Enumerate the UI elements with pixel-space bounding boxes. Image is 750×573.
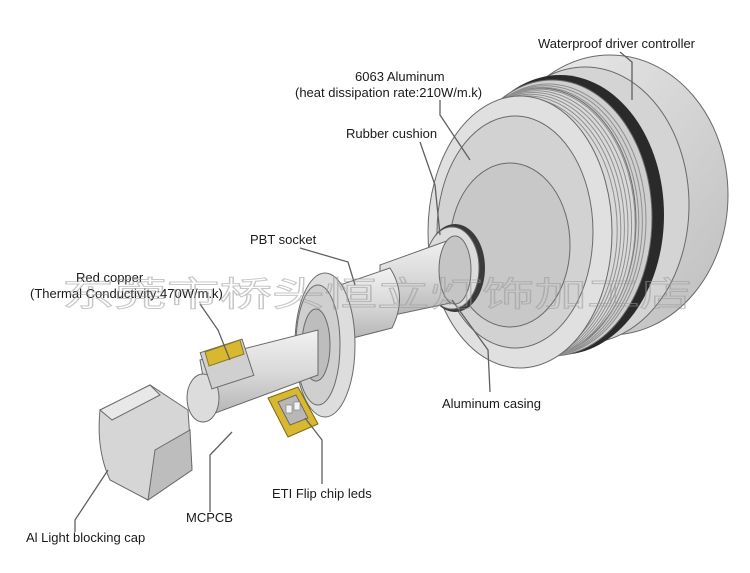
labels: Waterproof driver controller 6063 Alumin… <box>26 36 696 545</box>
label-pbt-socket: PBT socket <box>250 232 317 247</box>
label-aluminum-rate: (heat dissipation rate:210W/m.k) <box>295 85 482 100</box>
label-mcpcb: MCPCB <box>186 510 233 525</box>
watermark: 东莞市桥头恒立灯饰加工店 <box>62 275 692 315</box>
label-light-blocking-cap: Al Light blocking cap <box>26 530 145 545</box>
leader-lines <box>74 51 633 532</box>
copper-shaft <box>186 329 319 423</box>
label-eti-leds: ETI Flip chip leds <box>272 486 372 501</box>
label-aluminum-grade: 6063 Aluminum <box>355 69 445 84</box>
label-aluminum-casing: Aluminum casing <box>442 396 541 411</box>
label-waterproof-driver: Waterproof driver controller <box>538 36 696 51</box>
light-blocking-cap <box>98 384 193 502</box>
label-copper-conductivity: (Thermal Conductivity:470W/m.k) <box>30 286 223 301</box>
aluminum-casing <box>379 235 472 319</box>
label-red-copper: Red copper <box>76 270 144 285</box>
led-boards <box>204 339 319 438</box>
label-rubber-cushion: Rubber cushion <box>346 126 437 141</box>
